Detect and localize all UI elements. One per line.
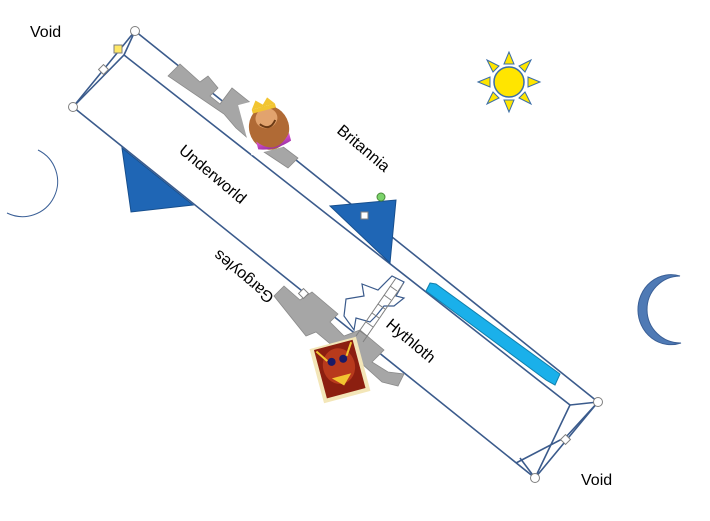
edge-handle-bottom-right[interactable] [559,433,572,446]
underground-sea-bar [425,282,561,386]
adjust-handle-yellow[interactable] [113,44,123,54]
resize-handle-bottom[interactable] [530,473,540,483]
void-label-top: Void [30,24,61,41]
gargoyle-portrait-icon [309,336,371,404]
hythloth-passage [343,275,406,343]
resize-handle-left[interactable] [68,102,78,112]
edge-handle-britannia-tri[interactable] [360,211,369,220]
underworld-triangle [121,146,195,213]
selection-handles[interactable] [68,26,603,483]
crescent-moon-icon-right [637,274,682,346]
adjust-handle-green[interactable] [376,192,386,202]
lord-british-portrait-icon [238,92,298,156]
crescent-moon-icon-left [6,149,59,218]
britannia-label: Britannia [333,122,392,176]
sun-icon [476,50,542,114]
britannia-triangle [328,199,397,265]
rotation-handle-top[interactable] [130,26,140,36]
void-label-bottom: Void [581,472,612,489]
resize-handle-right[interactable] [593,397,603,407]
edge-handle-left-top[interactable] [97,63,110,76]
edge-handle-gargoyle[interactable] [297,287,310,300]
